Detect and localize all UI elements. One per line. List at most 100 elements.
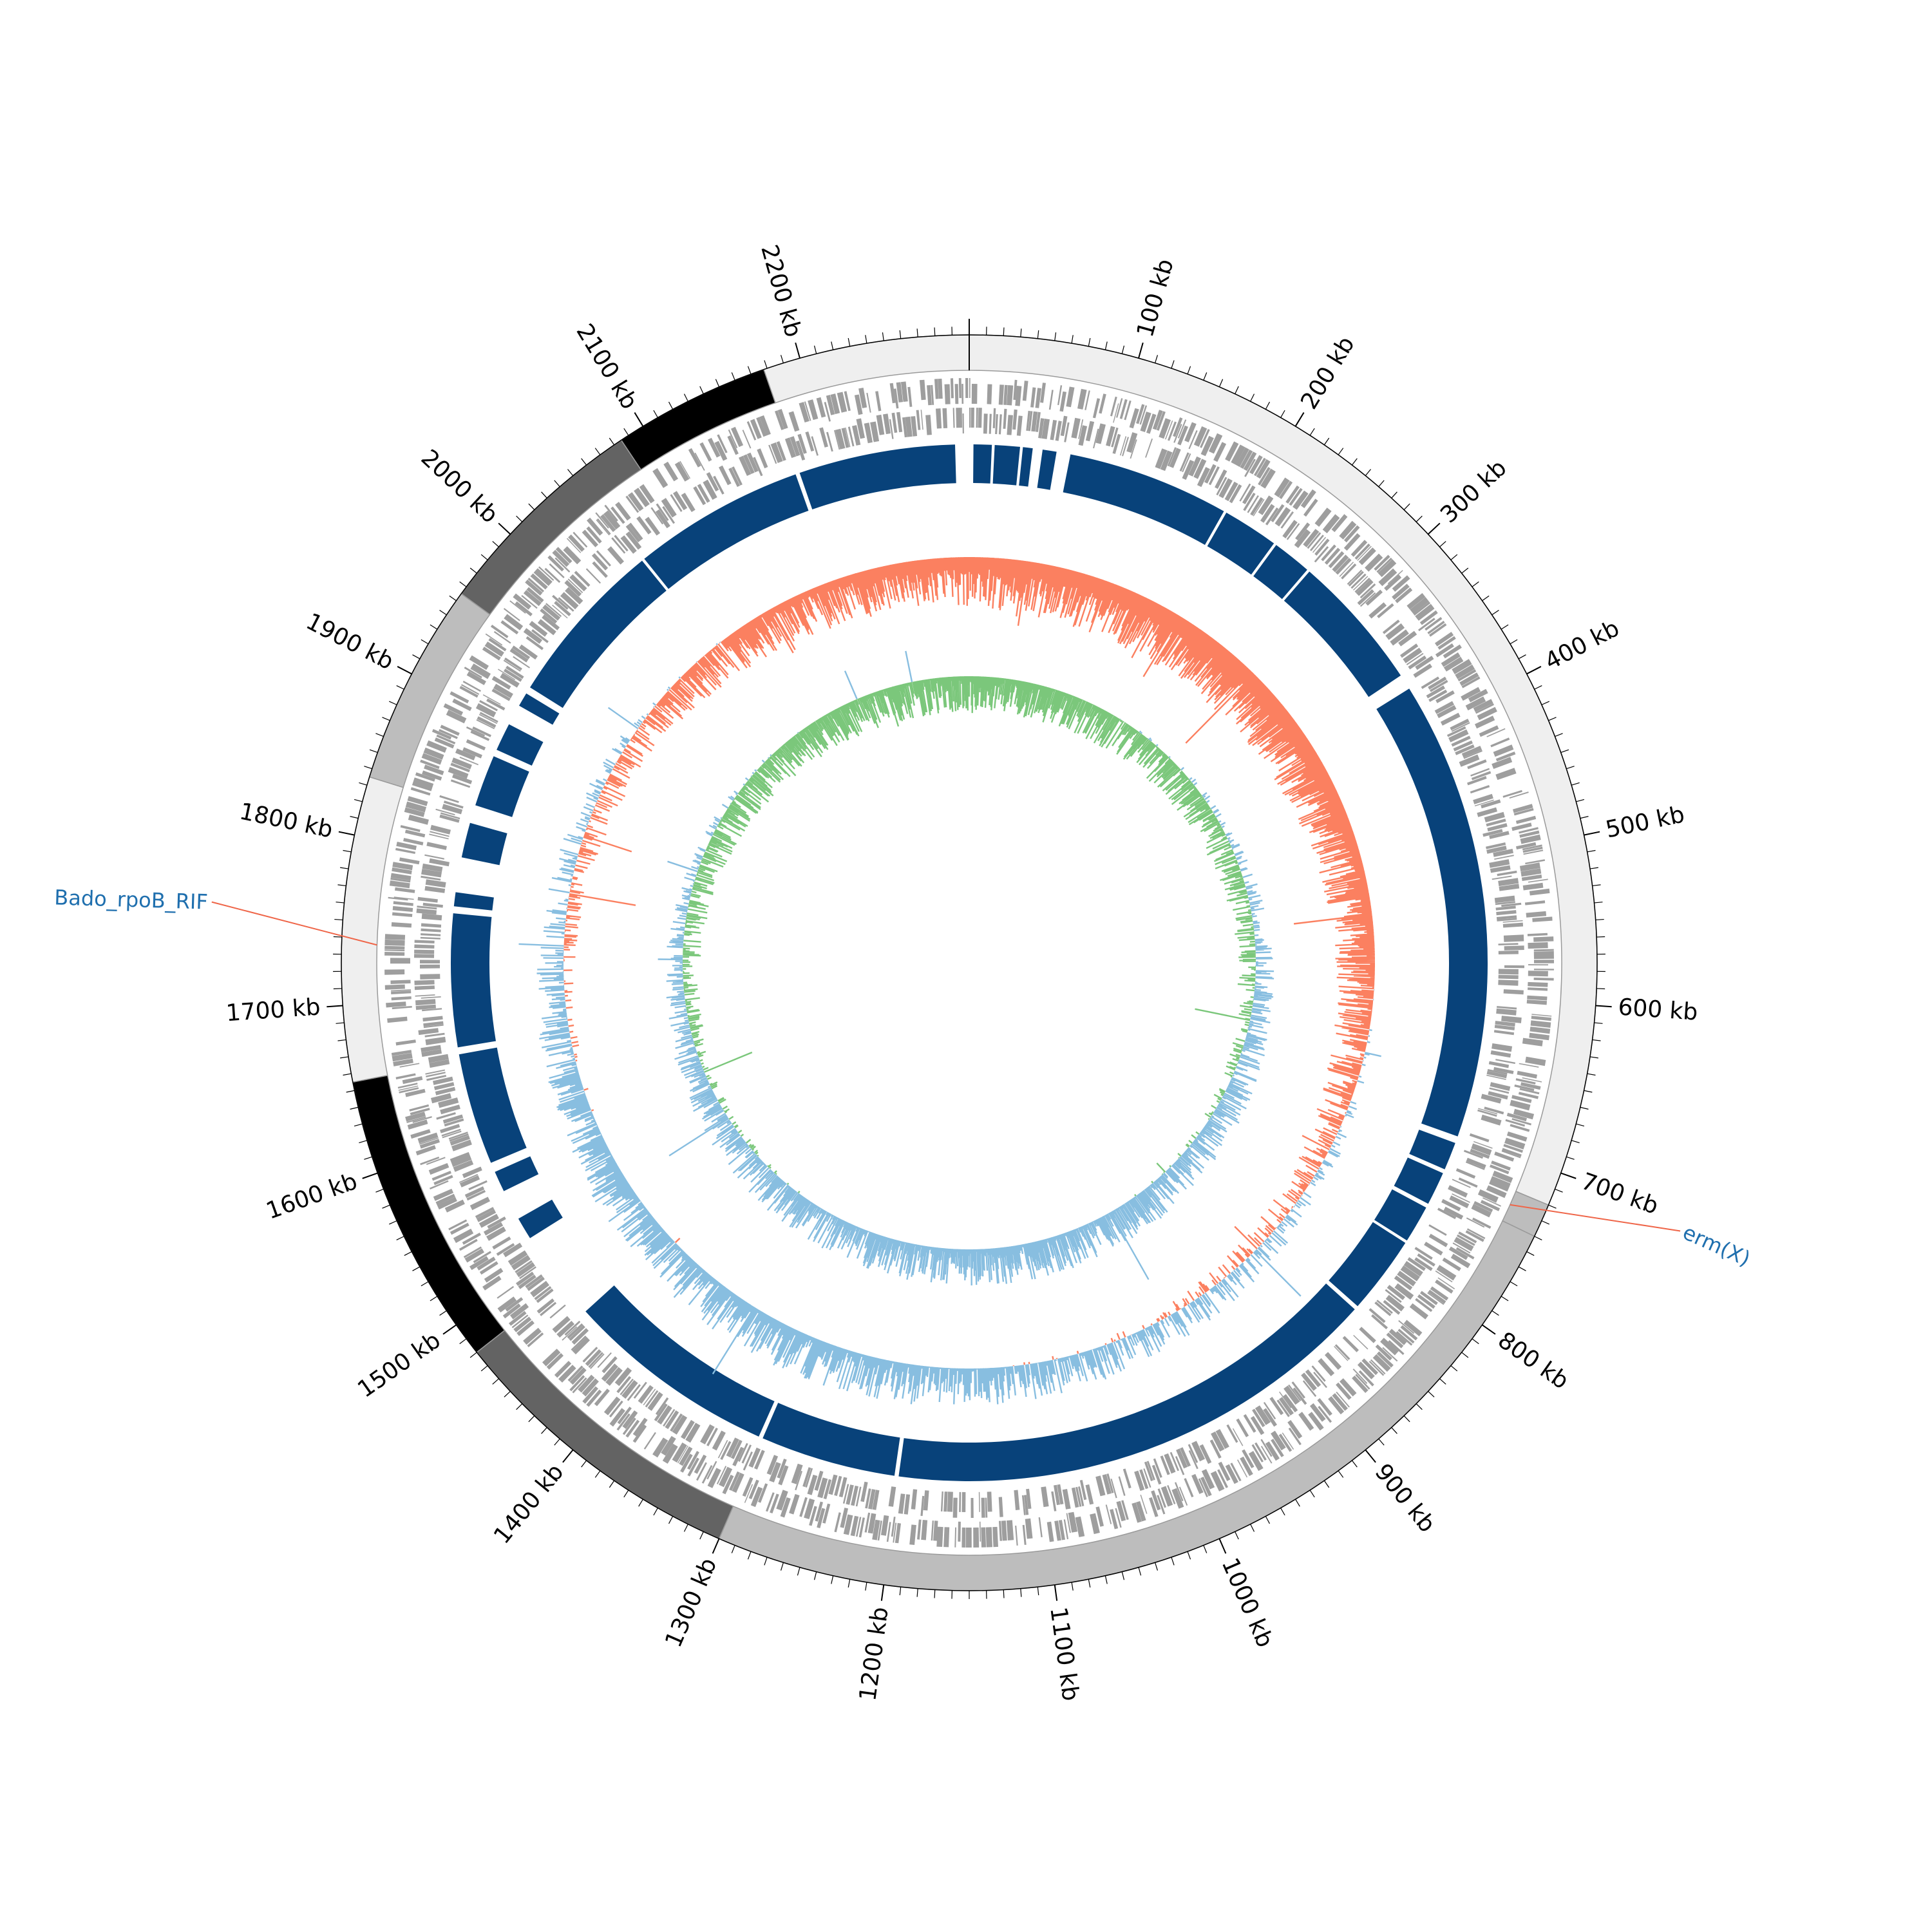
blast-hit-block <box>1037 450 1057 490</box>
blast-hit-block <box>495 1156 539 1191</box>
minor-tick <box>541 491 547 498</box>
minor-tick <box>848 337 851 346</box>
minor-tick <box>683 393 688 402</box>
minor-tick <box>813 345 817 354</box>
tick-label: 700 kb <box>1578 1168 1662 1220</box>
blast-hit-block <box>799 444 956 509</box>
major-tick <box>1365 1449 1376 1463</box>
minor-tick <box>1265 401 1271 410</box>
minor-tick <box>1309 428 1315 436</box>
minor-tick <box>1203 372 1208 381</box>
minor-tick <box>1365 469 1371 477</box>
minor-tick <box>1439 1378 1446 1385</box>
minor-tick <box>1571 1140 1580 1144</box>
minor-tick <box>594 1470 601 1478</box>
minor-tick <box>1580 1106 1589 1110</box>
minor-tick <box>459 581 467 587</box>
minor-tick <box>916 328 918 337</box>
minor-tick <box>396 1236 404 1240</box>
annotation-label: erm(X) <box>1679 1220 1754 1271</box>
minor-tick <box>747 366 752 375</box>
minor-tick <box>653 410 658 418</box>
gc-content-negative <box>564 556 1376 1367</box>
minor-tick <box>492 541 499 547</box>
minor-tick <box>1250 1524 1255 1532</box>
minor-tick <box>1071 1582 1074 1591</box>
tick-label: 1500 kb <box>353 1327 446 1403</box>
minor-tick <box>831 1575 834 1584</box>
major-tick <box>712 1538 720 1554</box>
blast-hit-block <box>1329 1222 1406 1307</box>
minor-tick <box>1510 639 1518 645</box>
minor-tick <box>504 1391 511 1397</box>
minor-tick <box>1428 1391 1435 1397</box>
tick-label: 1600 kb <box>263 1168 361 1225</box>
minor-tick <box>1560 749 1569 753</box>
tick-label: 1300 kb <box>660 1554 722 1651</box>
annotation-leader-line <box>1510 1204 1681 1232</box>
minor-tick <box>1571 782 1580 786</box>
contig-segment <box>620 368 776 471</box>
blast-hit-block <box>453 892 494 911</box>
tick-label: 800 kb <box>1493 1327 1573 1395</box>
minor-tick <box>1280 1508 1285 1516</box>
minor-tick <box>1378 1438 1385 1446</box>
minor-tick <box>375 733 384 737</box>
minor-tick <box>1594 902 1603 904</box>
minor-tick <box>396 685 404 690</box>
minor-tick <box>1450 554 1458 560</box>
blast-hit-block <box>762 1403 900 1476</box>
minor-tick <box>337 884 346 887</box>
minor-tick <box>882 332 884 341</box>
minor-tick <box>439 610 447 616</box>
major-tick <box>795 342 800 359</box>
minor-tick <box>375 1188 384 1193</box>
minor-tick <box>1003 1589 1005 1598</box>
minor-tick <box>1351 1460 1358 1468</box>
minor-tick <box>516 515 523 522</box>
blast-hit-block <box>1374 1189 1426 1241</box>
minor-tick <box>715 379 720 387</box>
minor-tick <box>1187 1551 1191 1560</box>
blast-hit-block <box>1409 1130 1455 1170</box>
minor-tick <box>1338 448 1344 455</box>
minor-tick <box>359 1140 368 1144</box>
minor-tick <box>430 1296 438 1302</box>
blast-hit-block <box>475 756 529 817</box>
major-tick <box>1584 831 1600 836</box>
minor-tick <box>1416 1403 1423 1410</box>
major-tick <box>1526 666 1542 675</box>
minor-tick <box>1155 355 1159 363</box>
tick-label: 2100 kb <box>571 319 642 414</box>
minor-tick <box>1534 685 1542 690</box>
minor-tick <box>1472 1338 1479 1345</box>
minor-tick <box>364 766 372 770</box>
contig-ring <box>341 334 1598 1591</box>
minor-tick <box>364 1156 372 1160</box>
minor-tick <box>1104 1575 1108 1584</box>
blast-hit-block <box>1207 513 1274 575</box>
minor-tick <box>1592 884 1601 887</box>
blast-hit-block <box>451 913 496 1048</box>
minor-tick <box>333 936 342 938</box>
major-tick <box>362 1172 378 1179</box>
minor-tick <box>382 1204 390 1209</box>
major-tick <box>634 412 644 427</box>
minor-tick <box>350 1106 359 1110</box>
minor-tick <box>336 902 345 904</box>
contig-segment <box>341 776 404 1083</box>
tick-label: 1000 kb <box>1217 1554 1278 1651</box>
minor-tick <box>1351 458 1358 466</box>
minor-tick <box>916 1588 918 1597</box>
minor-tick <box>1323 1480 1330 1488</box>
minor-tick <box>1378 480 1385 488</box>
tick-label: 2200 kb <box>755 242 806 340</box>
blast-hit-block <box>1394 1157 1443 1204</box>
minor-tick <box>1566 766 1575 770</box>
blast-hit-block <box>973 444 992 484</box>
minor-tick <box>683 1524 688 1532</box>
tick-label: 1200 kb <box>855 1605 894 1703</box>
minor-tick <box>1518 654 1526 659</box>
major-tick <box>880 1584 885 1601</box>
major-tick <box>1560 1172 1577 1179</box>
